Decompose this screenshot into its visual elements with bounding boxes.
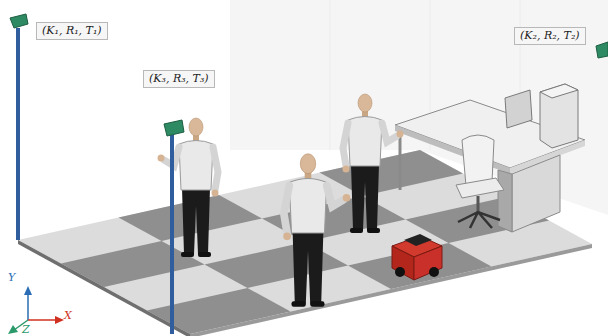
person-figure <box>283 154 350 307</box>
camera-parameter-text: (K₁, R₁, T₁) <box>42 24 102 38</box>
person-figure <box>343 94 404 233</box>
camera-parameter-text: (K₃, R₃, T₃) <box>149 72 209 86</box>
person-figure <box>158 118 219 257</box>
floor-edge <box>190 244 592 336</box>
camera-symbol <box>596 42 608 58</box>
camera-symbol <box>164 120 184 136</box>
camera-parameter-box: (K₁, R₁, T₁) <box>36 22 108 40</box>
office-chair <box>456 135 504 228</box>
axis-label: Y <box>8 272 15 284</box>
axis-label: X <box>64 310 72 322</box>
wall-seam <box>330 0 331 150</box>
camera-symbol <box>10 14 28 28</box>
floor-edge <box>18 240 190 336</box>
camera-parameter-box: (K₂, R₂, T₂) <box>514 27 586 45</box>
camera-pole <box>170 135 174 334</box>
axis-triad <box>8 286 64 334</box>
camera-parameter-box: (K₃, R₃, T₃) <box>143 70 215 88</box>
camera-parameter-text: (K₂, R₂, T₂) <box>520 29 580 43</box>
floor <box>18 150 592 334</box>
camera-pole <box>16 28 20 240</box>
desk <box>395 84 585 232</box>
axis-label: Z <box>22 324 30 336</box>
mobile-robot <box>392 234 442 280</box>
